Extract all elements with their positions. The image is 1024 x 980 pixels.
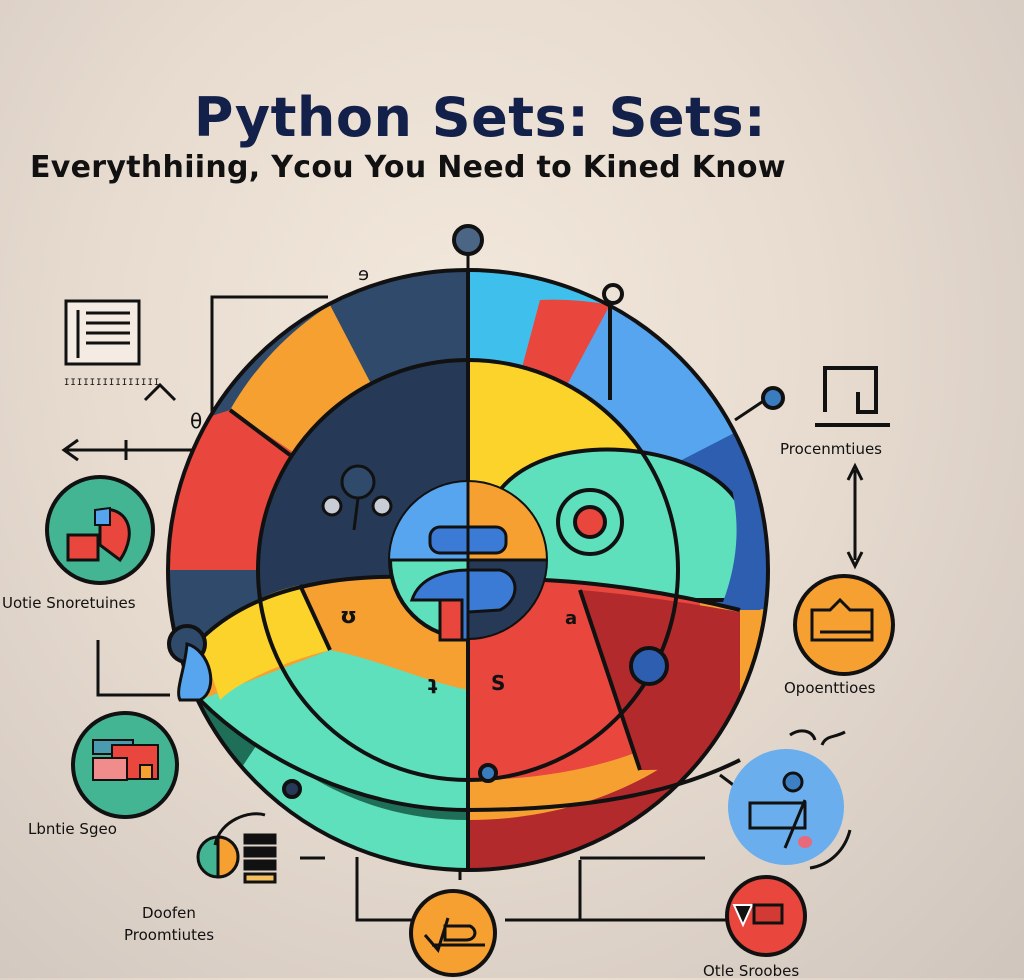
- glyph-red-bottom: S: [491, 671, 506, 695]
- label-right-middle: Opoenttioes: [784, 679, 876, 697]
- pie-chart-icon[interactable]: [45, 475, 155, 585]
- blue-tab: [177, 642, 213, 702]
- label-bottom-right: Otle Sroobes: [703, 962, 800, 980]
- svg-text:θ: θ: [190, 409, 202, 433]
- label-bottom-left-line1: Doofen: [142, 904, 196, 922]
- document-icon: [64, 299, 141, 366]
- stacked-blocks-icon[interactable]: [71, 711, 179, 819]
- diagram-tool-icon[interactable]: [728, 729, 852, 870]
- glyph-orange-left: ʊ: [340, 604, 357, 629]
- label-right-upper: Procenmtiues: [780, 440, 882, 458]
- label-left-upper: Uotie Snoretuines: [2, 594, 136, 612]
- connector-lines: [61, 255, 864, 922]
- page-subtitle: Everythhiing, Ycou You Need to Kined Kno…: [30, 150, 786, 185]
- stacked-bars-icon: [243, 833, 277, 884]
- target-icon: [556, 488, 624, 556]
- label-left-lower: Lbntie Sgeo: [28, 820, 117, 838]
- toggle-icon[interactable]: [725, 875, 807, 957]
- squiggle-marks: ɘ θ: [143, 264, 846, 746]
- stack-tray-icon[interactable]: [793, 574, 895, 676]
- frame-icon: [815, 366, 890, 427]
- label-bottom-left-line2: Proomtiutes: [124, 926, 215, 944]
- check-list-icon[interactable]: [409, 889, 497, 977]
- glyph-green-bottom: ʇ: [428, 671, 438, 695]
- glyph-orange-right: a: [565, 608, 578, 629]
- half-circle-icon: [196, 812, 266, 879]
- python-logo-icon: [388, 480, 548, 642]
- page-title: Python Sets: Sets:: [193, 86, 767, 149]
- node-dots-icon: [321, 464, 393, 531]
- document-caption: IIIIIIIIIIIIIII: [64, 378, 161, 388]
- svg-text:ɘ: ɘ: [358, 264, 369, 285]
